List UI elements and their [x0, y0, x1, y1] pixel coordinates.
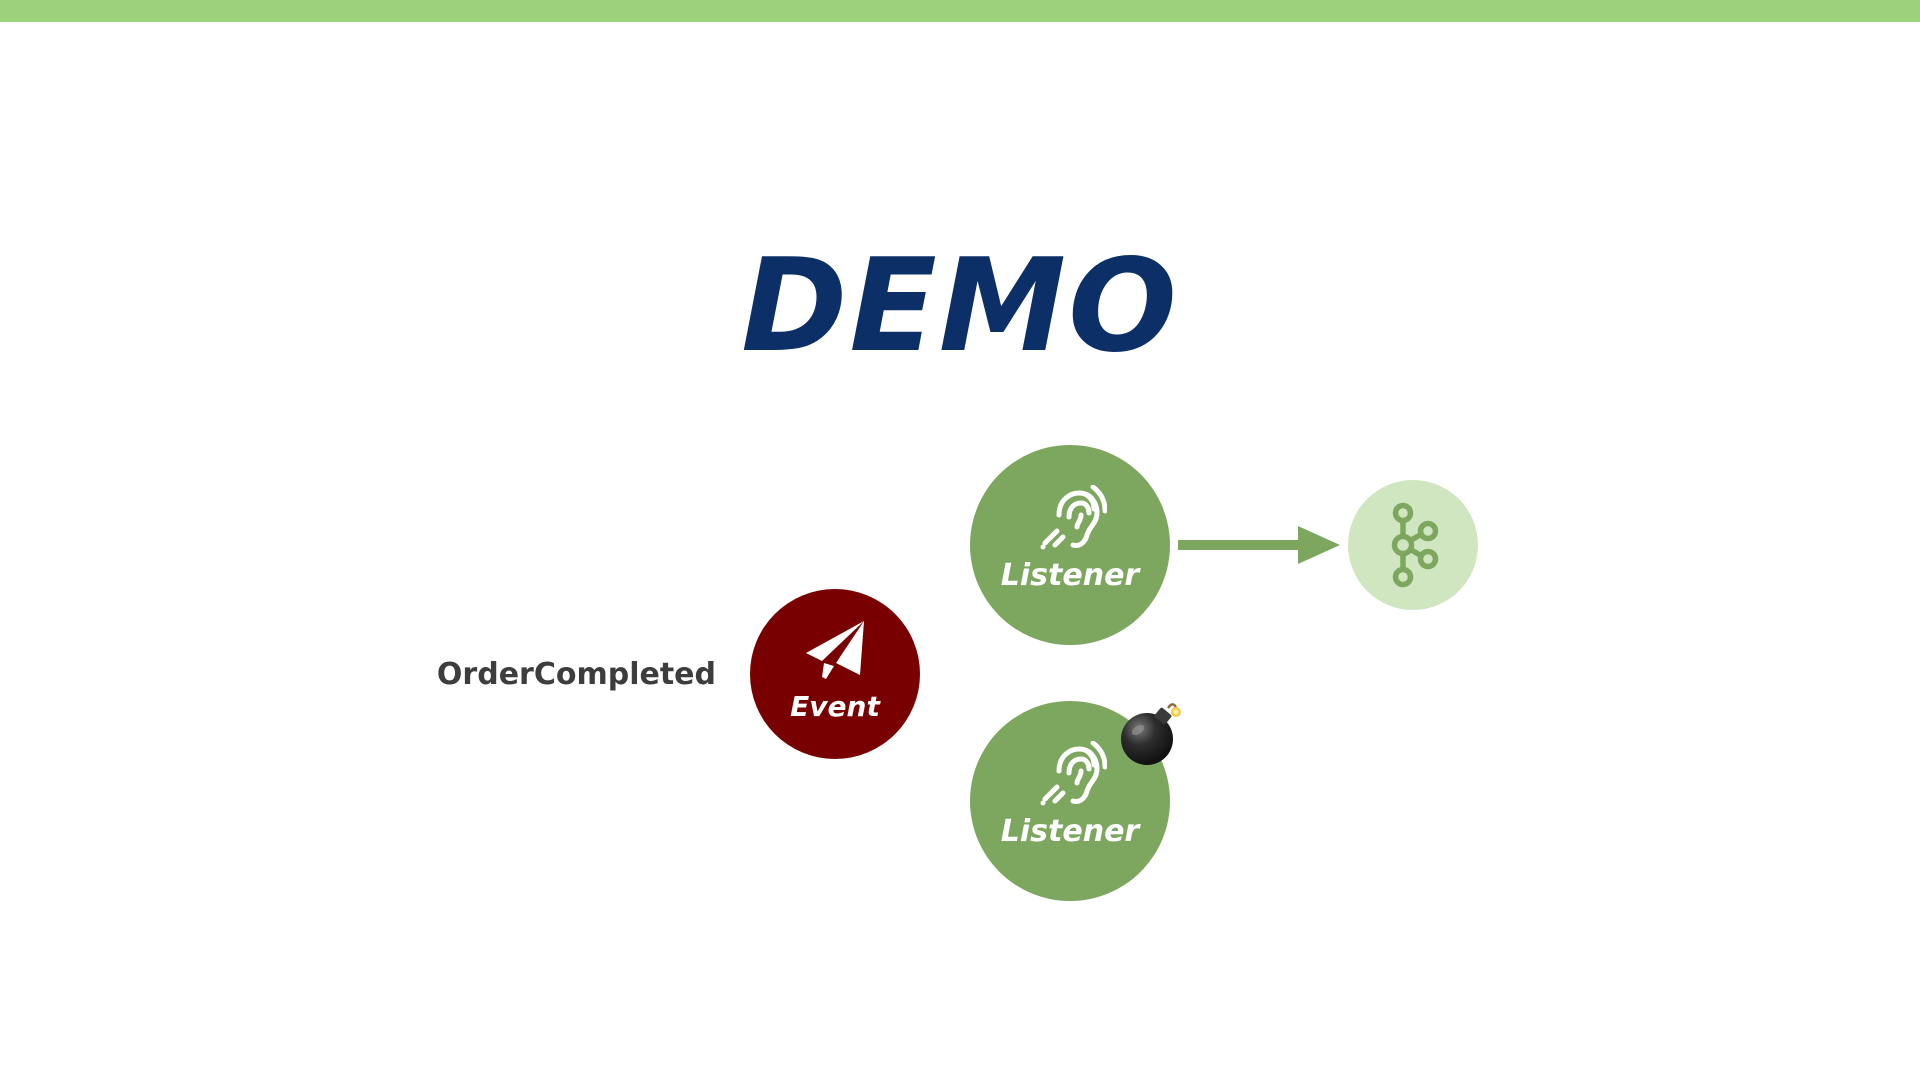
- slide-title: DEMO: [741, 232, 1179, 381]
- event-name-label: OrderCompleted: [436, 657, 716, 692]
- top-accent-bar: [0, 0, 1920, 22]
- connector-arrow: [1178, 526, 1340, 564]
- bomb-icon: [1121, 703, 1181, 765]
- kafka-broker-node: [1348, 480, 1478, 610]
- kafka-icon: [1391, 502, 1439, 588]
- ear-icon: [1040, 485, 1107, 550]
- listener-node-1: Listener: [970, 445, 1170, 645]
- paper-plane-icon: [806, 621, 864, 679]
- event-node-label: Event: [790, 690, 880, 723]
- listener-node-1-label: Listener: [1000, 558, 1140, 593]
- event-node: Event: [750, 589, 920, 759]
- ear-icon: [1040, 741, 1107, 806]
- listener-node-2: Listener: [970, 701, 1170, 901]
- listener-node-2-label: Listener: [1000, 814, 1140, 849]
